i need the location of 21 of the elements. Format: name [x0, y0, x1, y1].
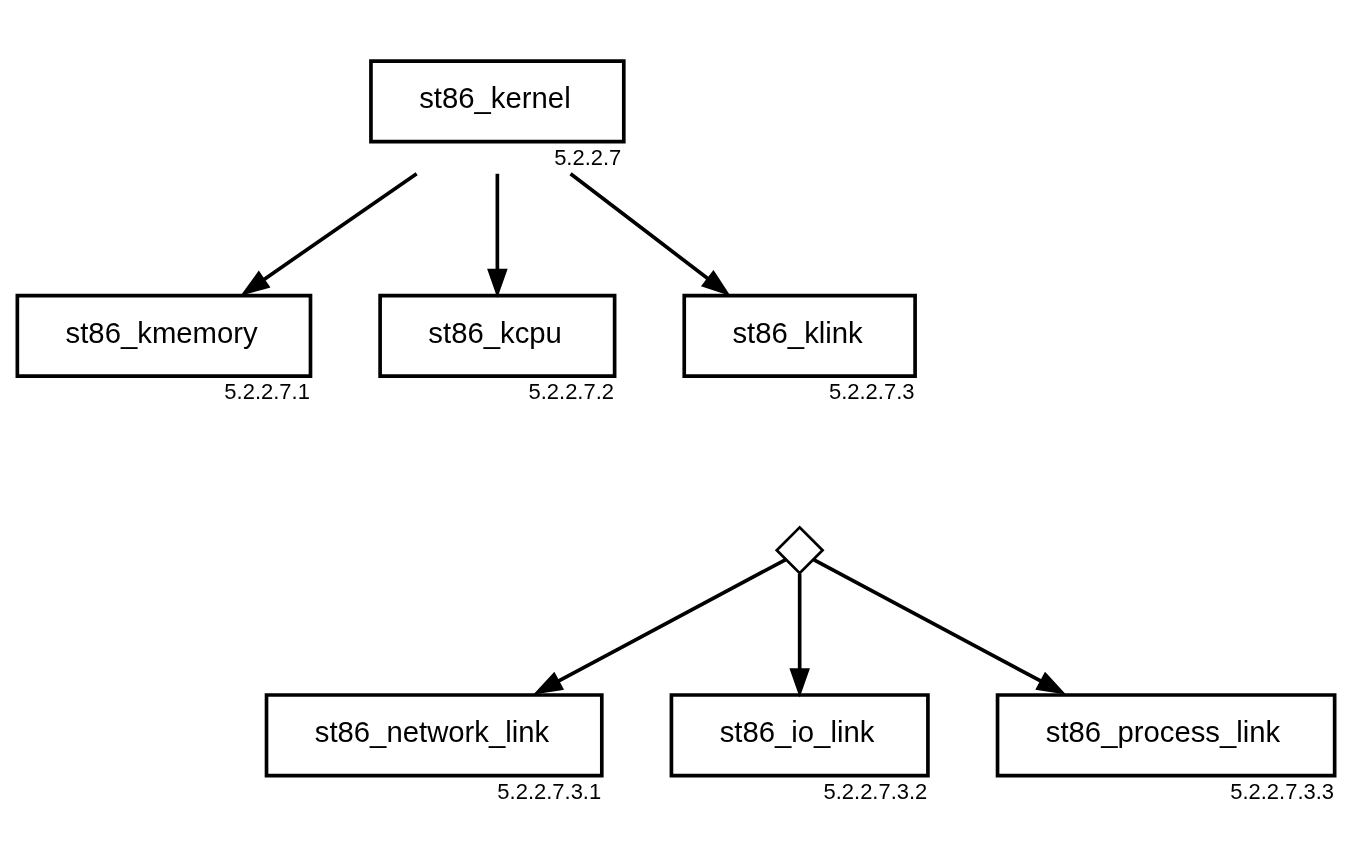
node-label: 5.2.2.7.3.3 — [1230, 778, 1335, 804]
node-box: st86_kcpu — [378, 293, 617, 379]
node-box: st86_kmemory — [15, 293, 313, 379]
node-label: 5.2.2.7.3 — [828, 379, 915, 405]
node-label: 5.2.2.7 — [554, 144, 622, 170]
node-box: st86_klink — [682, 293, 917, 379]
node-label: 5.2.2.7.3.1 — [497, 778, 602, 804]
node-label: 5.2.2.7.2 — [528, 379, 615, 405]
node-box: st86_network_link — [264, 693, 604, 778]
arrow — [569, 172, 731, 296]
arrow — [487, 173, 508, 299]
node-label: 5.2.2.7.3.2 — [823, 778, 928, 804]
arrow — [789, 573, 810, 698]
arrow — [812, 557, 1066, 695]
node-diamond — [774, 525, 825, 576]
node-box: st86_io_link — [669, 693, 930, 778]
node-box: st86_kernel — [369, 59, 626, 144]
arrow — [533, 557, 787, 695]
node-label: 5.2.2.7.1 — [224, 379, 310, 405]
arrow — [240, 172, 418, 296]
node-box: st86_process_link — [995, 693, 1337, 778]
